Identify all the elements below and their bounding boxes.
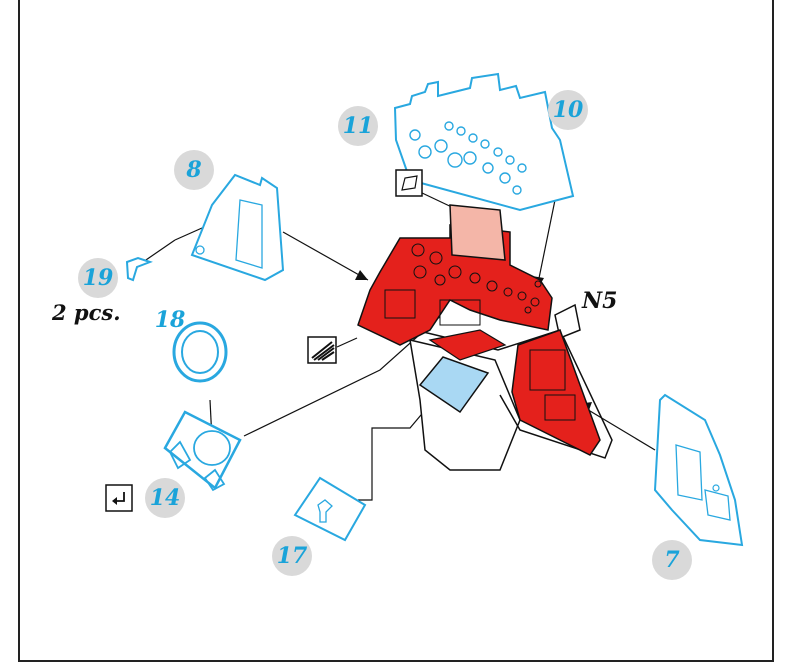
callout-part-14: 14 bbox=[145, 478, 185, 518]
callout-part-11: 11 bbox=[338, 106, 378, 146]
part-17-etch[interactable] bbox=[293, 476, 367, 542]
center-panel-red bbox=[428, 329, 507, 361]
part-19-etch[interactable] bbox=[125, 256, 153, 282]
callout-label: 17 bbox=[276, 543, 308, 569]
instrument-dials bbox=[384, 243, 576, 421]
callout-part-18: 18 bbox=[150, 300, 190, 340]
callout-label: 7 bbox=[664, 547, 680, 573]
callout-part-19: 19 bbox=[78, 258, 118, 298]
leader-8 bbox=[282, 231, 369, 281]
assembly-code-label: N5 bbox=[582, 288, 618, 314]
callout-label: 14 bbox=[149, 485, 181, 511]
part-18-etch[interactable] bbox=[172, 321, 228, 383]
part-14-etch[interactable] bbox=[163, 410, 242, 492]
callout-label: 10 bbox=[552, 97, 584, 123]
leader-hatch-icon bbox=[336, 337, 358, 348]
callout-label: 19 bbox=[82, 265, 114, 291]
cockpit-sidewall bbox=[414, 329, 613, 459]
callout-part-10: 10 bbox=[548, 90, 588, 130]
callout-part-17: 17 bbox=[272, 536, 312, 576]
part-8-etch[interactable] bbox=[190, 173, 285, 282]
leader-19 bbox=[142, 239, 176, 263]
bend-arrow-icon bbox=[105, 484, 133, 512]
quantity-label-19: 2 pcs. bbox=[52, 300, 121, 325]
callout-label: 11 bbox=[342, 113, 374, 139]
side-panel-red bbox=[511, 329, 601, 456]
glare-shield bbox=[449, 204, 506, 261]
hatch-icon bbox=[307, 336, 337, 364]
part-10-11-etch[interactable] bbox=[393, 72, 575, 212]
callout-label: 8 bbox=[186, 157, 202, 183]
callout-label: 18 bbox=[154, 307, 186, 333]
leader-7 bbox=[579, 404, 656, 451]
parallelogram-icon bbox=[395, 169, 423, 197]
part-7-etch[interactable] bbox=[653, 393, 744, 547]
leader-10 bbox=[536, 199, 556, 289]
arrowhead-8 bbox=[355, 270, 368, 280]
callout-part-8: 8 bbox=[174, 150, 214, 190]
callout-part-7: 7 bbox=[652, 540, 692, 580]
display-screen-blue bbox=[418, 356, 490, 414]
leader-17 bbox=[358, 395, 438, 501]
